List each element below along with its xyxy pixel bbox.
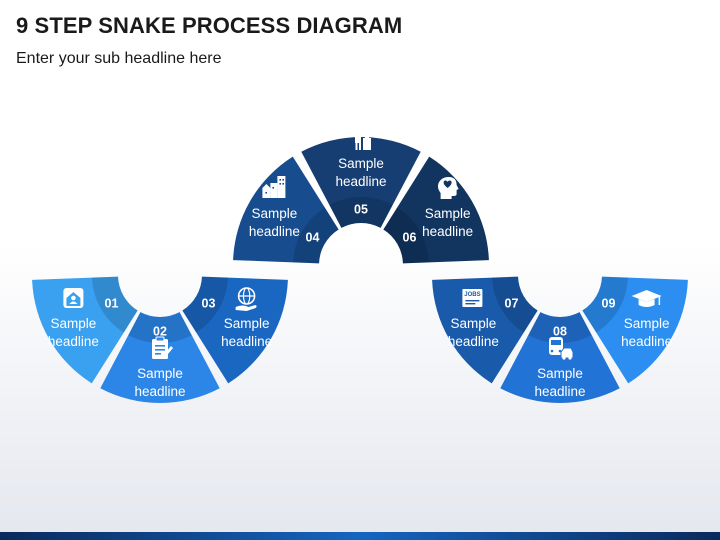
step-02-label-line1: Sample — [137, 366, 183, 381]
step-09-label-line2: headline — [621, 334, 672, 349]
step-07-label-line2: headline — [448, 334, 499, 349]
step-08-number: 08 — [553, 325, 567, 339]
step-07: 07 JOBS Sample headline — [432, 276, 538, 384]
step-09-number-band — [582, 276, 628, 333]
step-05-label-line2: headline — [335, 174, 386, 189]
step-01-label-line2: headline — [48, 334, 99, 349]
step-06: 06 Sample headline — [383, 156, 489, 264]
step-08-number-band — [528, 312, 592, 344]
step-07-number-band — [492, 276, 538, 333]
step-04-label-line2: headline — [249, 224, 300, 239]
step-05-label-line1: Sample — [338, 156, 384, 171]
step-04-number: 04 — [306, 231, 320, 245]
step-01-number-band — [92, 276, 138, 333]
step-03-number-band — [182, 276, 228, 333]
head-heart-icon — [437, 177, 459, 199]
step-05: 05 Sample headline — [301, 126, 421, 228]
step-09-number: 09 — [602, 297, 616, 311]
clipboard-icon — [152, 336, 173, 359]
step-03-label-line1: Sample — [224, 316, 270, 331]
step-05-number: 05 — [354, 203, 368, 217]
step-08-sector — [500, 312, 620, 403]
step-07-sector — [432, 276, 538, 384]
step-05-number-band — [329, 197, 393, 228]
step-04-number-band — [293, 207, 339, 264]
step-07-label-line1: Sample — [451, 316, 497, 331]
step-03-sector — [182, 276, 288, 384]
step-04-sector — [233, 156, 339, 264]
step-08-label-line1: Sample — [537, 366, 583, 381]
page-subtitle: Enter your sub headline here — [16, 50, 222, 67]
step-02-number: 02 — [153, 325, 167, 339]
step-07-number: 07 — [505, 297, 519, 311]
step-06-number-band — [383, 207, 429, 264]
step-06-number: 06 — [403, 231, 417, 245]
buildings-icon — [262, 176, 286, 198]
step-02-label-line2: headline — [134, 384, 185, 399]
step-01-number: 01 — [105, 297, 119, 311]
house-icon — [63, 288, 84, 308]
step-09-label-line1: Sample — [624, 316, 670, 331]
jobs-icon-label: JOBS — [464, 292, 480, 298]
bottom-accent-bar — [0, 532, 720, 540]
step-02-number-band — [128, 312, 192, 344]
segments-layer: 01Sampleheadline02Sampleheadline03Sample… — [32, 126, 688, 403]
step-03-number: 03 — [202, 297, 216, 311]
globe-hand-icon — [235, 287, 257, 311]
step-05-sector — [301, 136, 421, 228]
graduation-cap-icon — [631, 290, 662, 307]
step-08-label-line2: headline — [534, 384, 585, 399]
step-09-sector — [582, 276, 688, 384]
step-04-label-line1: Sample — [252, 206, 298, 221]
step-03-label-line2: headline — [221, 334, 272, 349]
person-desk-icon — [355, 126, 371, 150]
page-title: 9 STEP SNAKE PROCESS DIAGRAM — [16, 13, 403, 38]
step-04: 04 Sample headline — [233, 156, 339, 264]
jobs-icon: JOBS — [462, 289, 483, 307]
bus-car-icon — [549, 337, 574, 360]
step-06-sector — [383, 156, 489, 264]
step-06-label-line2: headline — [422, 224, 473, 239]
step-06-label-line1: Sample — [425, 206, 471, 221]
step-01-label-line1: Sample — [51, 316, 97, 331]
step-01-sector — [32, 276, 138, 384]
